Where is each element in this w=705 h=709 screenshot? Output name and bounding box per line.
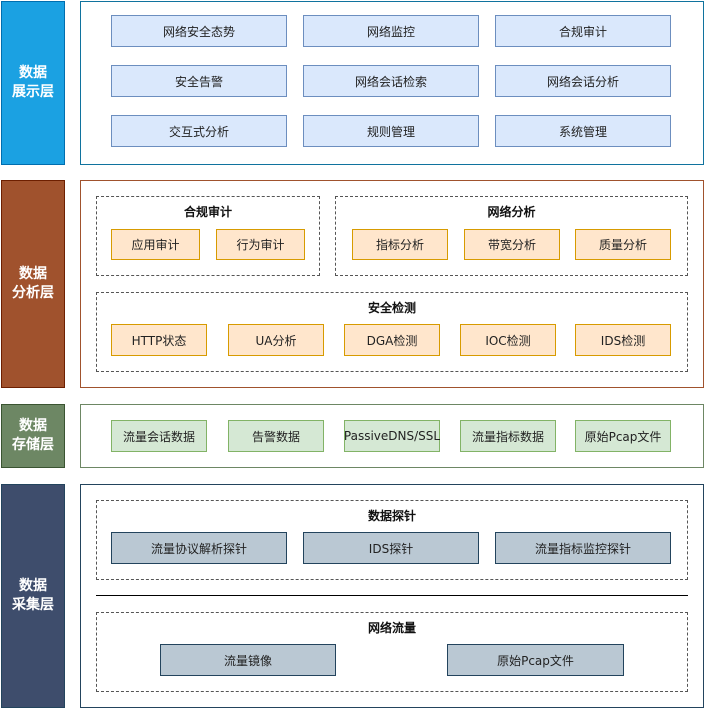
display-item-rule-management: 规则管理 xyxy=(303,115,479,147)
analysis-item-dga-detection: DGA检测 xyxy=(344,324,440,356)
display-item-system-management: 系统管理 xyxy=(495,115,671,147)
analysis-item-app-audit: 应用审计 xyxy=(111,229,200,260)
storage-item-alert-data: 告警数据 xyxy=(228,420,324,452)
display-layer-label: 数据 展示层 xyxy=(1,1,65,165)
storage-item-session-data: 流量会话数据 xyxy=(111,420,207,452)
analysis-item-metric-analysis: 指标分析 xyxy=(352,229,448,260)
data-probe-group-title: 数据探针 xyxy=(367,509,416,523)
probe-item-protocol-parser: 流量协议解析探针 xyxy=(111,532,287,564)
storage-layer-label: 数据 存储层 xyxy=(1,404,65,468)
analysis-item-ioc-detection: IOC检测 xyxy=(460,324,556,356)
display-item-compliance-audit: 合规审计 xyxy=(495,15,671,47)
display-item-session-analysis: 网络会话分析 xyxy=(495,65,671,97)
display-item-security-situation: 网络安全态势 xyxy=(111,15,287,47)
network-traffic-group xyxy=(96,612,688,692)
data-probe-group xyxy=(96,500,688,580)
probe-item-ids: IDS探针 xyxy=(303,532,479,564)
storage-item-raw-pcap: 原始Pcap文件 xyxy=(575,420,671,452)
storage-item-passivedns-ssl: PassiveDNS/SSL xyxy=(344,420,440,452)
traffic-item-raw-pcap: 原始Pcap文件 xyxy=(447,644,624,676)
analysis-item-http-status: HTTP状态 xyxy=(111,324,207,356)
security-detection-group xyxy=(96,292,688,372)
display-item-network-monitor: 网络监控 xyxy=(303,15,479,47)
analysis-item-bandwidth-analysis: 带宽分析 xyxy=(464,229,560,260)
compliance-audit-group xyxy=(96,196,320,276)
analysis-item-ua-analysis: UA分析 xyxy=(228,324,324,356)
network-traffic-group-title: 网络流量 xyxy=(367,621,416,635)
collection-layer-label: 数据 采集层 xyxy=(1,484,65,708)
display-item-security-alert: 安全告警 xyxy=(111,65,287,97)
collection-divider xyxy=(96,595,688,596)
compliance-audit-group-title: 合规审计 xyxy=(183,205,232,219)
traffic-item-mirror: 流量镜像 xyxy=(160,644,336,676)
network-analysis-group-title: 网络分析 xyxy=(487,205,536,219)
security-detection-group-title: 安全检测 xyxy=(367,301,416,315)
display-item-session-search: 网络会话检索 xyxy=(303,65,479,97)
analysis-item-ids-detection: IDS检测 xyxy=(575,324,671,356)
analysis-layer-label: 数据 分析层 xyxy=(1,180,65,388)
probe-item-metric-monitor: 流量指标监控探针 xyxy=(495,532,671,564)
analysis-item-quality-analysis: 质量分析 xyxy=(575,229,671,260)
analysis-item-behavior-audit: 行为审计 xyxy=(216,229,305,260)
storage-item-metric-data: 流量指标数据 xyxy=(460,420,556,452)
network-analysis-group xyxy=(335,196,688,276)
display-item-interactive-analysis: 交互式分析 xyxy=(111,115,287,147)
